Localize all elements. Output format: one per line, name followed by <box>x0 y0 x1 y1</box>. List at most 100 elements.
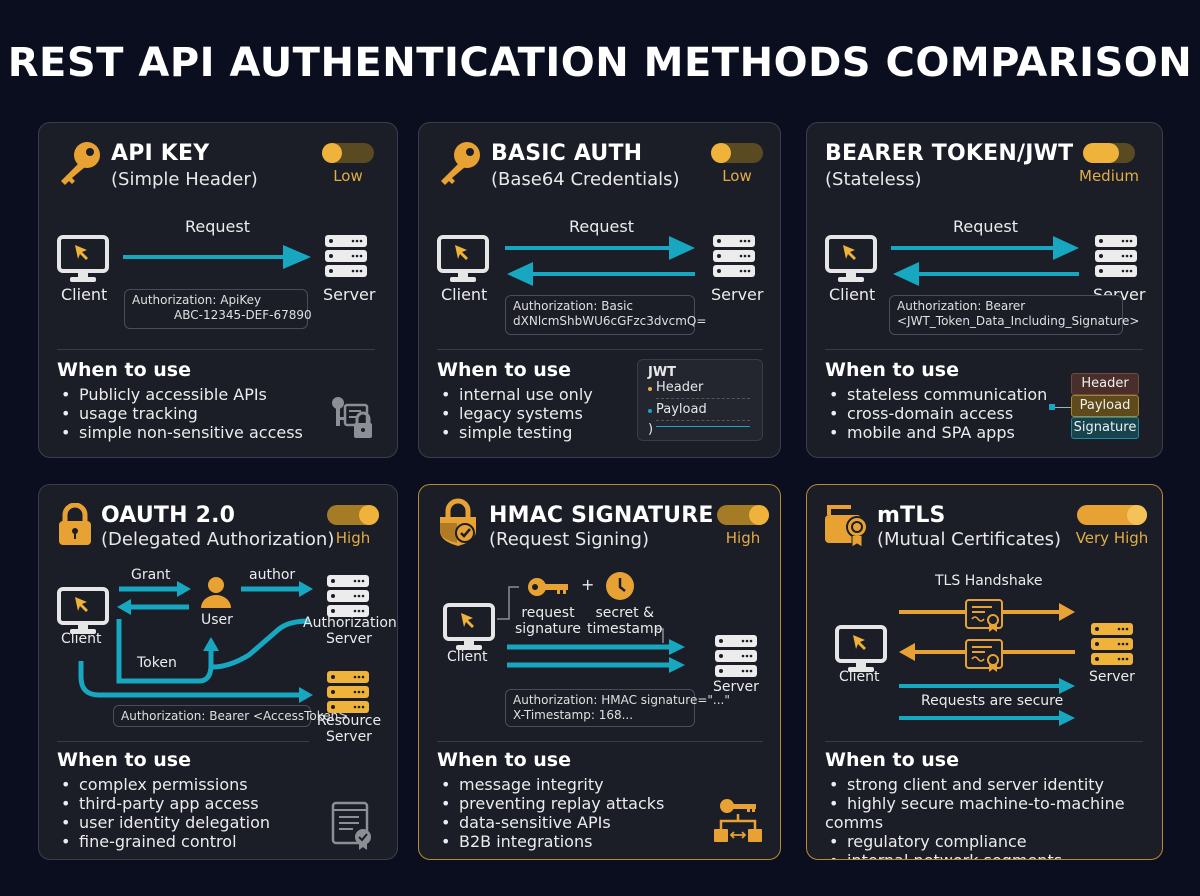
header-line-1: Authorization: Bearer <AccessToken> <box>121 709 349 723</box>
client-label: Client <box>61 631 102 647</box>
tls-handshake-label: TLS Handshake <box>935 573 1043 589</box>
bracket-connector <box>497 586 664 643</box>
arrow-label: Request <box>185 217 250 236</box>
secure-arrow-2 <box>899 710 1075 726</box>
client-monitor-icon <box>443 603 495 652</box>
card-title: BASIC AUTH <box>491 141 643 166</box>
when-to-use-list: strong client and server identity highly… <box>825 775 1162 859</box>
client-monitor-icon <box>825 235 877 284</box>
header-line-1: Authorization: ApiKey <box>132 293 262 307</box>
server-icon <box>1095 235 1137 277</box>
padlock-icon <box>59 503 91 545</box>
when-to-use-list: Publicly accessible APIs usage tracking … <box>57 385 303 442</box>
jwt-dot-payload <box>648 409 652 413</box>
request-arrows-icon <box>507 639 685 673</box>
list-item: cross-domain access <box>825 404 1047 423</box>
jwt-line <box>656 398 750 399</box>
card-title: HMAC SIGNATURE <box>489 503 714 528</box>
divider <box>825 349 1143 350</box>
card-oauth: OAUTH 2.0 (Delegated Authorization) High… <box>38 484 398 860</box>
header-line-1: Authorization: Bearer <box>897 299 1026 313</box>
authorization-server-label: Authorization Server <box>303 615 397 647</box>
card-hmac: HMAC SIGNATURE (Request Signing) High Cl… <box>418 484 781 860</box>
when-to-use-heading: When to use <box>437 749 571 771</box>
card-subtitle: (Base64 Credentials) <box>491 169 680 190</box>
card-title: mTLS <box>877 503 946 528</box>
client-label: Client <box>839 669 880 685</box>
jwt-box-title: JWT <box>648 365 677 380</box>
server-certificate-icon <box>965 639 1003 673</box>
list-item: highly secure machine-to-machine comms <box>825 794 1162 832</box>
when-to-use-heading: When to use <box>825 359 959 381</box>
jwt-box-item: Header <box>656 380 704 395</box>
when-to-use-heading: When to use <box>825 749 959 771</box>
security-level-meter <box>717 505 769 525</box>
page-title: REST API AUTHENTICATION METHODS COMPARIS… <box>7 40 1193 86</box>
client-label: Client <box>441 285 488 304</box>
secret-timestamp-label: secret & timestamp <box>587 605 663 637</box>
clock-icon <box>606 572 634 600</box>
arrow-label: Request <box>569 217 634 236</box>
security-level-meter <box>711 143 763 163</box>
resource-server-label-2: Server <box>326 729 372 745</box>
auth-header-box: Authorization: Basic dXNlcmShbWU6cGFzc3d… <box>505 295 706 335</box>
list-item: preventing replay attacks <box>437 794 664 813</box>
auth-header-box: Authorization: ApiKey ABC-12345-DEF-6789… <box>124 289 312 329</box>
server-label: Server <box>713 679 759 695</box>
card-subtitle: (Mutual Certificates) <box>877 529 1062 550</box>
jwt-stack: Header Payload Signature <box>1071 373 1139 439</box>
server-label: Server <box>323 285 376 304</box>
list-item: fine-grained control <box>57 832 270 851</box>
header-line-1: Authorization: HMAC signature="..." <box>513 693 730 707</box>
key-icon <box>441 142 480 185</box>
token-label: Token <box>137 655 177 671</box>
client-monitor-icon <box>835 625 887 674</box>
request-signature-line-2: signature <box>515 621 581 637</box>
certificate-document-icon <box>331 801 371 850</box>
oauth-flow-arrows <box>78 581 313 703</box>
header-line-1: Authorization: Basic <box>513 299 633 313</box>
list-item: internal use only <box>437 385 593 404</box>
security-level-meter <box>1077 505 1147 525</box>
list-item: usage tracking <box>57 404 303 423</box>
when-to-use-list: stateless communication cross-domain acc… <box>825 385 1047 442</box>
header-line-2: <JWT_Token_Data_Including_Signature> <box>897 314 1140 328</box>
list-item: stateless communication <box>825 385 1047 404</box>
auth-server-label-2: Server <box>326 631 372 647</box>
header-line-2: ABC-12345-DEF-67890 <box>174 308 312 322</box>
auth-header-box: Authorization: Bearer <JWT_Token_Data_In… <box>889 295 1140 335</box>
list-item: data-sensitive APIs <box>437 813 664 832</box>
card-subtitle: (Request Signing) <box>489 529 649 550</box>
list-item: B2B integrations <box>437 832 664 851</box>
user-icon <box>201 577 231 608</box>
secret-key-icon <box>528 578 568 596</box>
jwt-box-item: Payload <box>656 402 707 417</box>
security-level-meter <box>327 505 379 525</box>
when-to-use-heading: When to use <box>57 749 191 771</box>
key-lock-document-icon <box>332 397 372 438</box>
server-label: Server <box>711 285 764 304</box>
user-label: User <box>201 612 233 628</box>
auth-header-box: Authorization: HMAC signature="..." X-Ti… <box>505 689 730 727</box>
client-monitor-icon <box>57 587 109 636</box>
key-icon <box>61 142 100 185</box>
shield-lock-check-icon <box>440 498 476 546</box>
list-item: Publicly accessible APIs <box>57 385 303 404</box>
divider <box>825 741 1143 742</box>
author-label: author <box>249 567 296 583</box>
server-icon <box>715 635 757 677</box>
auth-header-box: Authorization: Bearer <AccessToken> <box>113 705 349 727</box>
authorization-server-icon <box>327 575 369 617</box>
jwt-line <box>656 420 750 421</box>
card-subtitle: (Delegated Authorization) <box>101 529 335 550</box>
list-item: mobile and SPA apps <box>825 423 1047 442</box>
request-arrow-icon <box>505 236 695 260</box>
list-item: internal network segments <box>825 851 1162 859</box>
auth-server-label-1: Authorization <box>303 615 397 631</box>
request-signature-line-1: request <box>521 605 575 621</box>
jwt-line <box>656 426 750 427</box>
jwt-part-signature: Signature <box>1071 417 1139 439</box>
security-level-label: High <box>725 529 761 547</box>
jwt-connector-dot <box>1049 404 1055 410</box>
header-line-2: X-Timestamp: 168... <box>513 708 634 722</box>
